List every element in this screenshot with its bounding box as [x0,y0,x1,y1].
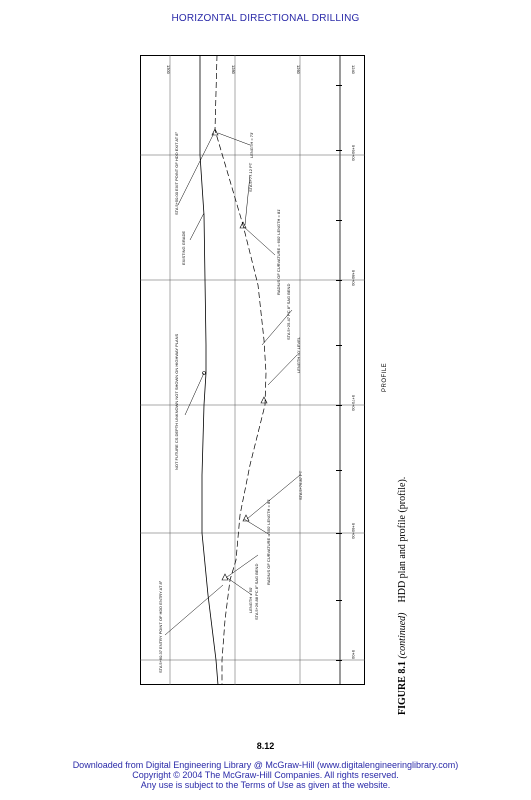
annotation: LENGTH = 73' [249,132,254,158]
utility-marker [202,371,206,375]
annotation: NOT FUTURE CS DEPTH UNKNOWN NOT SHOWN ON… [174,333,179,470]
elevation-tick-label: 1280 [231,65,236,75]
figure-number: FIGURE 8.1 [397,661,408,715]
pc-pt-marker [211,128,219,136]
drawing-frame [140,55,365,685]
annotation: STA 5+76.87 PT [298,470,303,500]
annotation: RADIUS OF CURVATURE = 550' LENGTH = 81' [266,499,271,585]
running-header: HORIZONTAL DIRECTIONAL DRILLING [171,13,360,24]
annotation: STA 5+25.47 PC 8° SAG BEND [286,284,291,340]
footer-terms: Any use is subject to the Terms of Use a… [140,780,391,790]
annotation: STA 5+60.37 ENTRY POINT OF HDD ENTRY AT … [158,580,163,673]
figure-continued: (continued) [397,612,408,659]
annotation: STA 5+77.12 PT [248,162,253,192]
footer-copyright: Copyright © 2004 The McGraw-Hill Compani… [132,770,399,780]
elevation-tick-label: 1300 [166,65,171,75]
hdd-drill-path [214,54,267,685]
elevation-tick-label: 1260 [296,65,301,75]
hdd-profile-drawing: 1300 1280 1260 1240 5+00 5+60+00 5+70+00… [140,54,380,686]
figure-caption-text: HDD plan and profile (profile). [397,476,408,603]
pc-pt-marker [221,573,229,581]
annotation: STA 5+26.88 PC 8° SAG BEND [254,564,259,620]
station-label: 5+90+00 [351,145,356,162]
pc-pt-marker [239,221,247,229]
existing-grade-line [199,55,219,686]
station-label: 5+00 [351,650,356,660]
footer: Downloaded from Digital Engineering Libr… [0,760,531,790]
annotation: EXISTING GRADE [181,231,186,265]
footer-download-link[interactable]: Downloaded from Digital Engineering Libr… [72,760,459,770]
annotation: LENGTH 50' LEVEL [296,336,301,373]
station-label: 5+70+00 [351,395,356,412]
pc-pt-marker [242,514,250,522]
pc-pt-marker [260,396,268,404]
annotation: RADIUS OF CURVATURE = 600' LENGTH = 81' [276,209,281,295]
elevation-tick-label: 1240 [351,65,356,75]
annotation: STA 5+50.00 EXIT POINT OF HDD EXIT AT 8° [174,132,179,215]
annotation: LENGTH = 50' [248,587,253,613]
station-label: 5+80+00 [351,270,356,287]
page-number: 8.12 [256,741,275,751]
station-label: 5+60+00 [351,523,356,540]
